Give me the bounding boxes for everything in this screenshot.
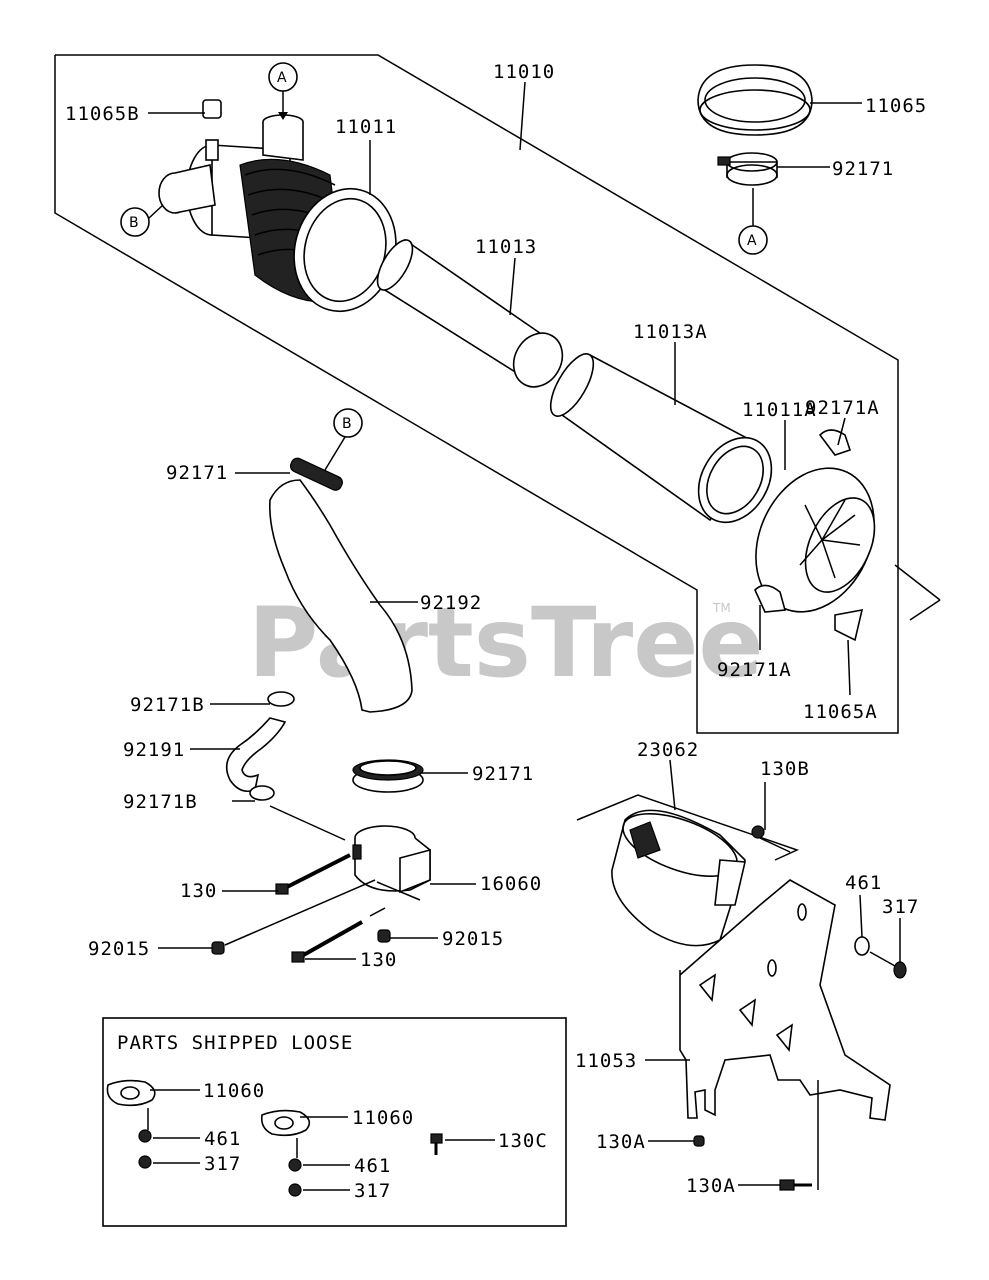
label-130C[interactable]: 130C [498,1130,548,1152]
outer-filter-part [549,353,773,524]
label-130-left[interactable]: 130 [180,880,217,902]
clamp-part [717,152,778,186]
hose-clamp-part [352,759,424,793]
svg-text:B: B [129,215,139,231]
label-11065A[interactable]: 11065A [803,701,878,723]
label-461-a[interactable]: 461 [204,1128,241,1150]
label-92191[interactable]: 92191 [123,739,185,761]
ref-bubble-a-cap: A [738,225,768,255]
gasket-part [106,1079,156,1107]
screw-part [751,825,765,839]
air-cleaner-cover-part [754,429,876,642]
label-11011[interactable]: 11011 [335,116,397,138]
label-317-a[interactable]: 317 [204,1153,241,1175]
label-11053[interactable]: 11053 [575,1050,637,1072]
label-11060-b[interactable]: 11060 [352,1107,414,1129]
inner-filter-part [376,238,564,388]
assembly-bracket-11010 [54,54,899,734]
small-hose-part [225,691,295,801]
parts-shipped-loose-box [102,1017,567,1227]
label-23062[interactable]: 23062 [637,739,699,761]
label-11065[interactable]: 11065 [865,95,927,117]
label-11013A[interactable]: 11013A [633,321,708,343]
label-461-b[interactable]: 461 [354,1155,391,1177]
label-92171B-bottom[interactable]: 92171B [123,791,198,813]
nut-part [893,961,907,979]
label-11060-a[interactable]: 11060 [203,1080,265,1102]
label-92171-mid[interactable]: 92171 [472,763,534,785]
label-317-b[interactable]: 317 [354,1180,391,1202]
dust-cap-part [697,64,813,136]
label-130A-top[interactable]: 130A [596,1131,646,1153]
washer-part [854,936,870,956]
label-92171-top[interactable]: 92171 [832,158,894,180]
label-11010[interactable]: 11010 [493,61,555,83]
label-11011A[interactable]: 11011A [742,399,817,421]
svg-text:A: A [747,233,757,249]
label-317-right[interactable]: 317 [882,896,919,918]
label-130B[interactable]: 130B [760,758,810,780]
ref-bubble-a-top: A [268,62,298,92]
svg-text:B: B [342,416,352,432]
ref-bubble-b-left: B [120,207,150,237]
label-92015-left[interactable]: 92015 [88,938,150,960]
intake-hose-part [268,457,413,713]
label-16060[interactable]: 16060 [480,873,542,895]
label-92171B-top[interactable]: 92171B [130,694,205,716]
label-11065B[interactable]: 11065B [65,103,140,125]
label-92171-b[interactable]: 92171 [166,462,228,484]
intake-elbow-part [352,825,431,894]
ref-bubble-b-hose: B [333,408,363,438]
mounting-bracket-part [679,879,891,1121]
label-130A-bottom[interactable]: 130A [686,1175,736,1197]
label-92192[interactable]: 92192 [420,592,482,614]
label-92015-right[interactable]: 92015 [442,928,504,950]
label-461-right[interactable]: 461 [845,872,882,894]
air-cleaner-housing-part [158,99,397,313]
label-11013[interactable]: 11013 [475,236,537,258]
label-92171A-top[interactable]: 92171A [805,397,880,419]
parts-shipped-loose-title: PARTS SHIPPED LOOSE [117,1032,353,1054]
label-130-bottom[interactable]: 130 [360,949,397,971]
gasket-part-2 [260,1109,311,1137]
label-92171A-bottom[interactable]: 92171A [717,659,792,681]
svg-text:A: A [277,70,287,86]
bolt-part [211,853,391,963]
air-duct-part [611,809,746,947]
watermark-trademark: TM [712,601,731,615]
